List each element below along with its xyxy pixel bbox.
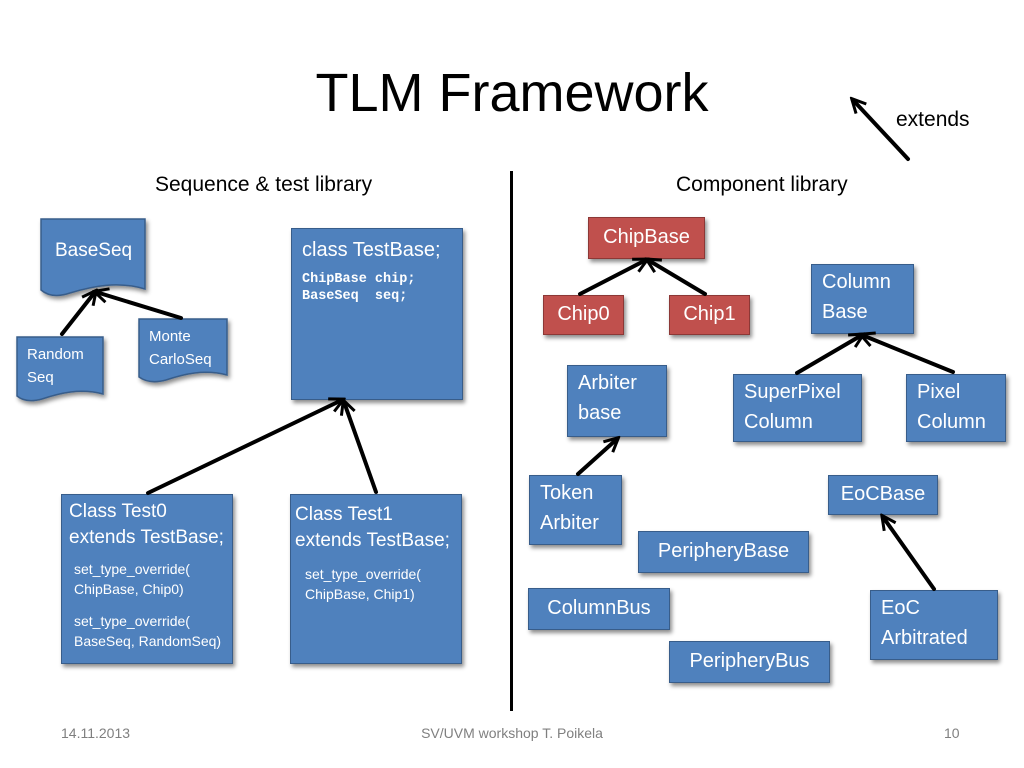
test0-override2: set_type_override(BaseSeq, RandomSeq): [74, 613, 222, 649]
legend-arrow: [853, 100, 910, 161]
eocbase-box: EoCBase: [828, 475, 938, 515]
test0-header-line1: Class Test0: [69, 501, 167, 522]
section-sequence-test-library: Sequence & test library: [155, 173, 373, 196]
test1-header-line1: Class Test1: [295, 504, 393, 525]
test1-override1: set_type_override(ChipBase, Chip1): [305, 566, 421, 602]
arrow-test1-testbase: [344, 402, 378, 494]
baseseq-shape: [40, 218, 146, 297]
montecarloseq-shape: [138, 318, 228, 383]
chipbase-box: ChipBase: [588, 217, 705, 259]
legend-label: extends: [896, 108, 970, 131]
chip1-box: Chip1: [669, 295, 750, 335]
columnbus-box: ColumnBus: [528, 588, 670, 630]
test1-box: Class Test1 extends TestBase; set_type_o…: [290, 494, 462, 664]
footer-center: SV/UVM workshop T. Poikela: [421, 725, 603, 741]
arrow-superpixel-columnbase: [795, 335, 862, 375]
section-divider: [510, 171, 513, 711]
arrow-chip1-chipbase: [648, 260, 707, 296]
chip0-box: Chip0: [543, 295, 624, 335]
test0-override1: set_type_override(ChipBase, Chip0): [74, 561, 190, 597]
peripherybase-box: PeripheryBase: [638, 531, 809, 573]
arrow-eocarbitrated-eocbase: [883, 517, 936, 591]
test0-box: Class Test0 extends TestBase; set_type_o…: [61, 494, 233, 664]
test0-header-line2: extends TestBase;: [69, 527, 224, 548]
baseseq-label: BaseSeq: [55, 240, 133, 261]
section-component-library: Component library: [676, 173, 848, 196]
arrow-test0-testbase: [146, 400, 342, 495]
testbase-member-seq: BaseSeq seq;: [302, 289, 408, 304]
randomseq-shape: [16, 336, 104, 402]
arrow-tokenarbiter-arbiterbase: [576, 439, 617, 476]
testbase-header: class TestBase;: [302, 239, 441, 261]
arrow-pixelcolumn-columnbase: [862, 335, 955, 374]
testbase-box: class TestBase; ChipBase chip; BaseSeq s…: [291, 228, 463, 400]
arrow-chip0-chipbase: [578, 260, 646, 296]
arrow-randomseq-baseseq: [60, 292, 95, 336]
footer-date: 14.11.2013: [61, 725, 131, 741]
slide-title: TLM Framework: [315, 63, 709, 123]
arrow-montecarlo-baseseq: [96, 292, 183, 320]
footer-page-number: 10: [944, 725, 960, 741]
peripherybus-box: PeripheryBus: [669, 641, 830, 683]
test1-header-line2: extends TestBase;: [295, 530, 450, 551]
testbase-member-chip: ChipBase chip;: [302, 272, 416, 287]
